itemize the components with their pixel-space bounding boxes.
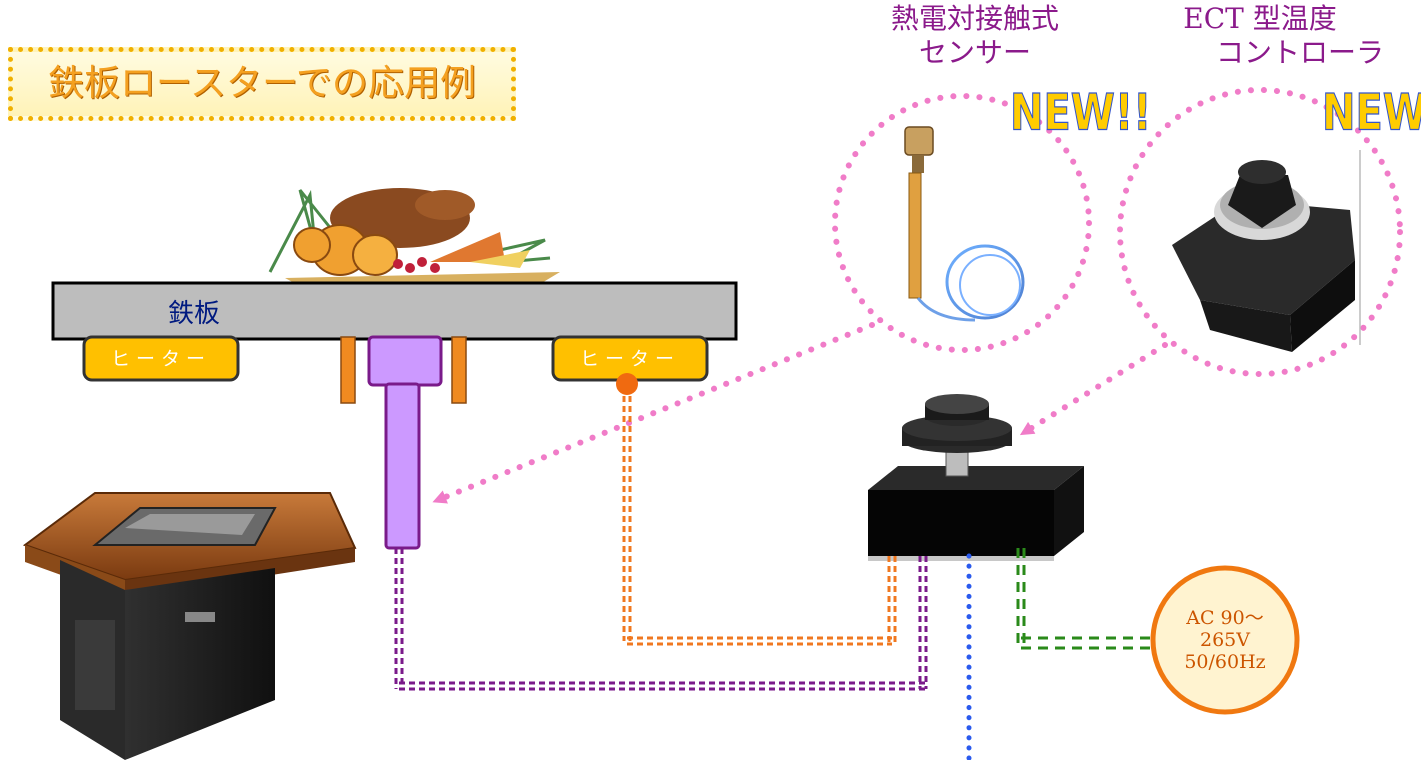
sensor-probe-shaft (384, 382, 421, 550)
plate-label: 鉄板 (168, 299, 221, 329)
thermocouple-point (616, 373, 638, 395)
controller-device (868, 394, 1084, 561)
sensor-new-badge: NEW!! (1009, 84, 1152, 143)
roaster-table-photo (22, 492, 357, 760)
controller-photo-to-device-arrow (1019, 342, 1168, 436)
ect-controller-photo (1172, 150, 1361, 352)
controller-title-line1: ECT 型温度 (1183, 2, 1337, 35)
mount-bracket-right (451, 336, 467, 404)
ac-power-line2: 265V (1200, 629, 1250, 651)
page-title: 鉄板ロースターでの応用例 (47, 63, 477, 104)
sensor-to-probe-arrow (432, 322, 875, 504)
controller-new-badge: NEW!! (1321, 84, 1421, 143)
iron-plate (51, 281, 738, 341)
ac-power-circle (1150, 565, 1300, 715)
controller-callout-circle (1117, 87, 1403, 377)
thermocouple-sensor-photo (904, 126, 1025, 322)
mount-bracket-left (340, 336, 356, 404)
ac-power-line1: AC 90～ (1186, 607, 1264, 629)
sensor-callout-circle (832, 93, 1092, 353)
wire-purple-probe-to-controller (394, 548, 928, 691)
food-illustration (268, 188, 560, 286)
wire-green-power (1016, 548, 1160, 650)
sensor-probe-head (367, 335, 443, 387)
wire-orange-heater-to-controller (622, 396, 897, 646)
heater-right-label: ヒーター (579, 348, 680, 370)
ac-power-line3: 50/60Hz (1184, 651, 1266, 673)
heater-left (82, 335, 240, 382)
controller-title-line2: コントローラ (1215, 36, 1384, 69)
heater-left-label: ヒーター (110, 348, 211, 370)
title-box (8, 47, 516, 121)
sensor-title: 熱電対接触式 センサー (890, 2, 1059, 69)
ac-power-label: AC 90～ 265V 50/60Hz (1160, 607, 1290, 673)
